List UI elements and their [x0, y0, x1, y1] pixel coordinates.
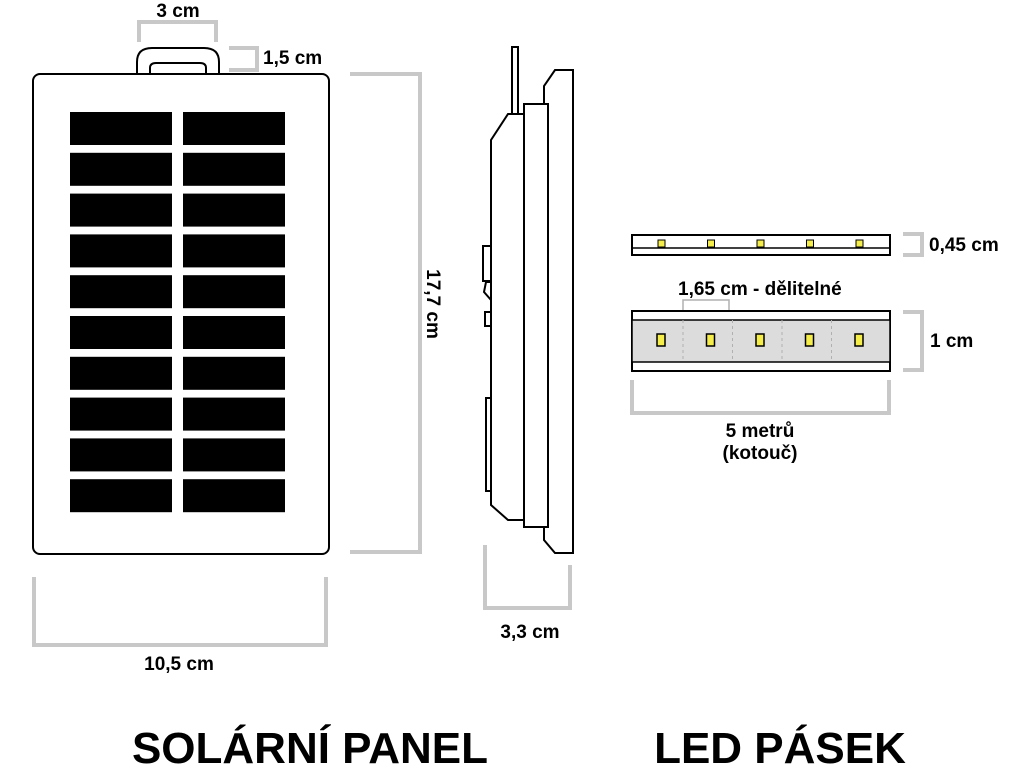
solar-cell-grid	[70, 112, 285, 513]
panel-height-dimension	[350, 72, 422, 554]
solar-cell	[70, 275, 172, 309]
handle-height-dimension	[229, 46, 259, 72]
solar-cell	[183, 356, 285, 390]
led-chip	[854, 333, 864, 347]
panel-depth-dimension	[483, 545, 572, 610]
solar-cell	[70, 152, 172, 186]
solar-cell	[70, 112, 172, 145]
handle-width-label: 3 cm	[156, 1, 199, 22]
led-strip-title: LED PÁSEK	[654, 723, 906, 768]
strip-segment-dimension	[682, 299, 730, 315]
solar-cell	[183, 275, 285, 309]
solar-cell	[70, 397, 172, 431]
solar-panel-title: SOLÁRNÍ PANEL	[132, 723, 488, 768]
solar-cell	[183, 152, 285, 186]
led-chip-side	[855, 239, 864, 248]
handle-height-label: 1,5 cm	[263, 48, 322, 69]
panel-height-label: 17,7 cm	[422, 269, 443, 339]
solar-cell	[70, 234, 172, 268]
led-chip-side	[806, 239, 814, 248]
solar-cell	[183, 234, 285, 268]
panel-handle-hole	[149, 62, 207, 75]
strip-width-label: 1 cm	[930, 331, 973, 352]
strip-length-label: 5 metrů	[726, 421, 795, 442]
led-chip	[804, 333, 815, 347]
solar-cell	[70, 438, 172, 472]
strip-length-dimension	[630, 380, 891, 415]
strip-cut-lines	[682, 320, 832, 362]
solar-cell	[183, 112, 285, 145]
strip-segment-label: 1,65 cm - dělitelné	[678, 279, 842, 300]
strip-side-leds	[657, 239, 864, 248]
solar-cell	[70, 356, 172, 390]
handle-width-dimension	[137, 20, 218, 42]
led-chip-side	[756, 239, 765, 248]
strip-top-leds	[656, 333, 864, 347]
strip-thickness-label: 0,45 cm	[929, 235, 999, 256]
solar-cell	[70, 193, 172, 227]
led-chip	[755, 333, 765, 347]
led-strip-side-view	[631, 234, 891, 256]
strip-length-note: (kotouč)	[723, 443, 798, 464]
strip-width-dimension	[903, 310, 924, 372]
solar-cell	[183, 316, 285, 349]
solar-panel-front-view	[32, 47, 330, 555]
solar-cell	[183, 397, 285, 431]
strip-thickness-dimension	[903, 232, 924, 257]
solar-cell	[183, 193, 285, 227]
led-chip-side	[707, 239, 715, 248]
solar-cell	[183, 479, 285, 513]
solar-cell	[70, 479, 172, 513]
panel-width-label: 10,5 cm	[144, 654, 214, 675]
led-strip-top-view	[631, 310, 891, 372]
led-chip-side	[657, 239, 666, 248]
panel-width-dimension	[32, 577, 328, 647]
solar-cell	[70, 316, 172, 349]
solar-cell	[183, 438, 285, 472]
led-chip	[705, 333, 716, 347]
panel-depth-label: 3,3 cm	[500, 622, 559, 643]
solar-panel-side-view	[482, 46, 574, 554]
led-chip	[656, 333, 666, 347]
